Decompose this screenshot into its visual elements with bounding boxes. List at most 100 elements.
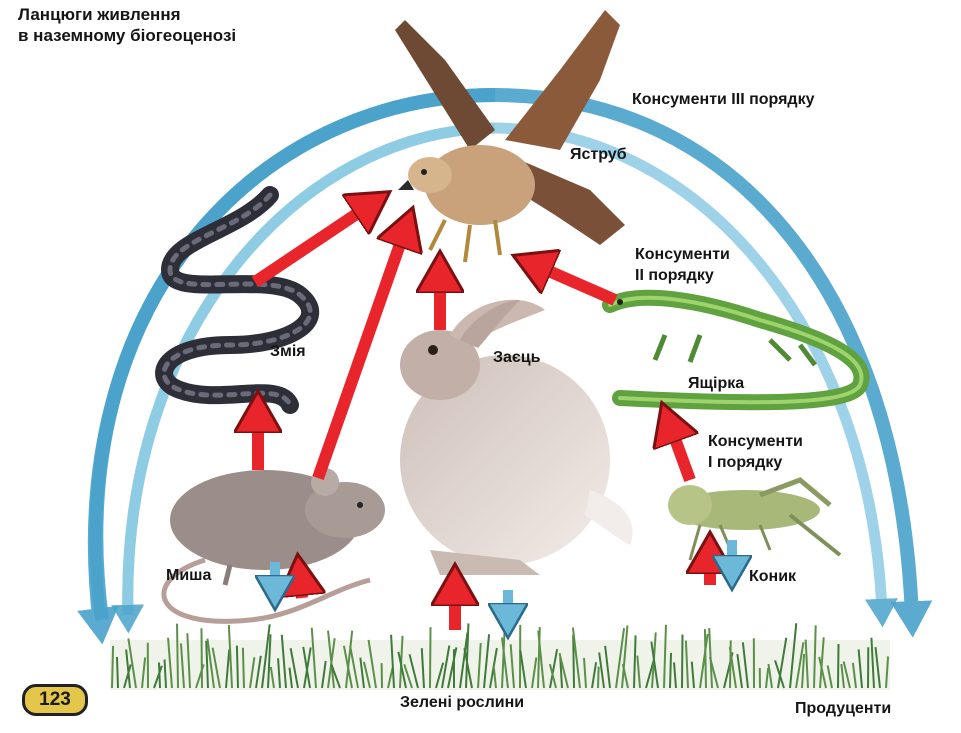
grass-blade (795, 642, 805, 689)
snake-image (155, 186, 320, 414)
grass-blade (330, 663, 341, 689)
grass-blade (501, 637, 509, 689)
grass-blade (819, 637, 825, 689)
grass-blade (167, 637, 173, 689)
label-hawk: Яструб (570, 146, 627, 163)
grass-blade (441, 645, 451, 689)
grass-blade (708, 656, 719, 689)
hare-image (400, 299, 633, 575)
grass-blade (851, 662, 857, 689)
grass-blade (420, 648, 425, 689)
grass-blade (179, 643, 185, 689)
grass-blade (583, 657, 587, 689)
grass-blade (186, 633, 191, 689)
grass-blade (267, 634, 272, 689)
grass-blade (870, 637, 875, 689)
grass-blade (465, 623, 470, 689)
label-consumers-3: Консументи III порядку (632, 91, 815, 108)
grass-blade (127, 638, 137, 689)
label-plants: Зелені рослини (400, 694, 525, 711)
grass-blade (362, 661, 371, 689)
arrow-lizard-to-hawk (535, 265, 618, 306)
grass-blade (537, 630, 545, 689)
grass-blade (767, 663, 773, 689)
grass-blade (269, 666, 275, 689)
arrow-mouse-to-hawk (312, 230, 405, 480)
grass-blade (408, 654, 419, 689)
grass-blade (549, 649, 559, 689)
arrow-snake-to-hawk (251, 205, 370, 287)
grass-blade (435, 662, 445, 689)
label-consumers-2-line-2: II порядку (635, 267, 714, 284)
grass-blade (205, 640, 209, 689)
grass-blade (459, 632, 469, 689)
label-hare: Заєць (493, 349, 541, 366)
grass-blade (321, 660, 327, 689)
grass-blade (492, 665, 497, 689)
page-number-badge: 123 (22, 684, 88, 716)
grass-blade (310, 627, 317, 689)
grass-blade (765, 667, 770, 689)
grass-blade (477, 642, 482, 689)
grass-blade (857, 649, 863, 689)
label-consumers-1-line-1: Консументи (708, 433, 803, 450)
grass-blade (463, 647, 473, 689)
inner-arc-left-return (111, 122, 496, 634)
grass-blade (397, 651, 407, 689)
grass-blade (813, 625, 817, 689)
label-producers: Продуценти (795, 700, 892, 717)
grass-blade (195, 664, 205, 689)
grass-blade (840, 663, 845, 689)
grass-blade (111, 645, 115, 689)
grass-blade (227, 624, 233, 689)
grass-blade (359, 657, 365, 689)
grass-blade (571, 627, 581, 689)
grass-blade (327, 630, 335, 689)
label-grasshopper: Коник (749, 568, 797, 585)
grass-blade (390, 634, 395, 689)
grass-blade (885, 656, 890, 689)
grass-blade (669, 652, 673, 689)
grass-blade (789, 623, 798, 689)
mouse-image (161, 468, 385, 624)
grass-blade (558, 652, 569, 689)
grass-blade (509, 644, 515, 689)
grass-blade (684, 640, 689, 689)
grass-blade (225, 649, 231, 689)
grass-blade (153, 665, 163, 689)
label-consumers-1-line-2: I порядку (708, 454, 783, 471)
grass-blade (141, 657, 147, 689)
grass-blade (729, 640, 732, 689)
grass-blade (261, 624, 271, 689)
label-lizard: Ящірка (688, 375, 745, 392)
grass-blade (345, 630, 354, 689)
grass-blade (200, 628, 203, 689)
grass-blade (302, 646, 311, 689)
grass-blade (288, 667, 293, 689)
grass-blade (621, 663, 629, 689)
grass-blade (663, 624, 667, 689)
grass-blade (636, 655, 641, 689)
grass-blade (736, 653, 743, 689)
grass-blade (241, 647, 245, 689)
grass-blade (690, 661, 695, 689)
grass-blade (280, 634, 287, 689)
lizard-image (602, 289, 870, 411)
grass-blade (818, 656, 827, 689)
grass-blade (633, 635, 637, 689)
grass-blade (650, 641, 659, 689)
grass-blade (842, 661, 851, 689)
grass-blade (804, 639, 809, 689)
label-consumers-2-line-1: Консументи (635, 246, 730, 263)
grass-blade (211, 647, 221, 689)
grass-blade (349, 645, 359, 689)
hawk-image (395, 10, 625, 263)
grass-blade (604, 645, 611, 689)
grass-blade (289, 647, 299, 689)
grass-blade (728, 647, 737, 689)
label-mouse: Миша (166, 567, 212, 584)
grass-blade (837, 644, 840, 689)
grasshopper-image (668, 477, 842, 561)
grass-blade (447, 647, 458, 689)
grass-blade (741, 642, 749, 689)
